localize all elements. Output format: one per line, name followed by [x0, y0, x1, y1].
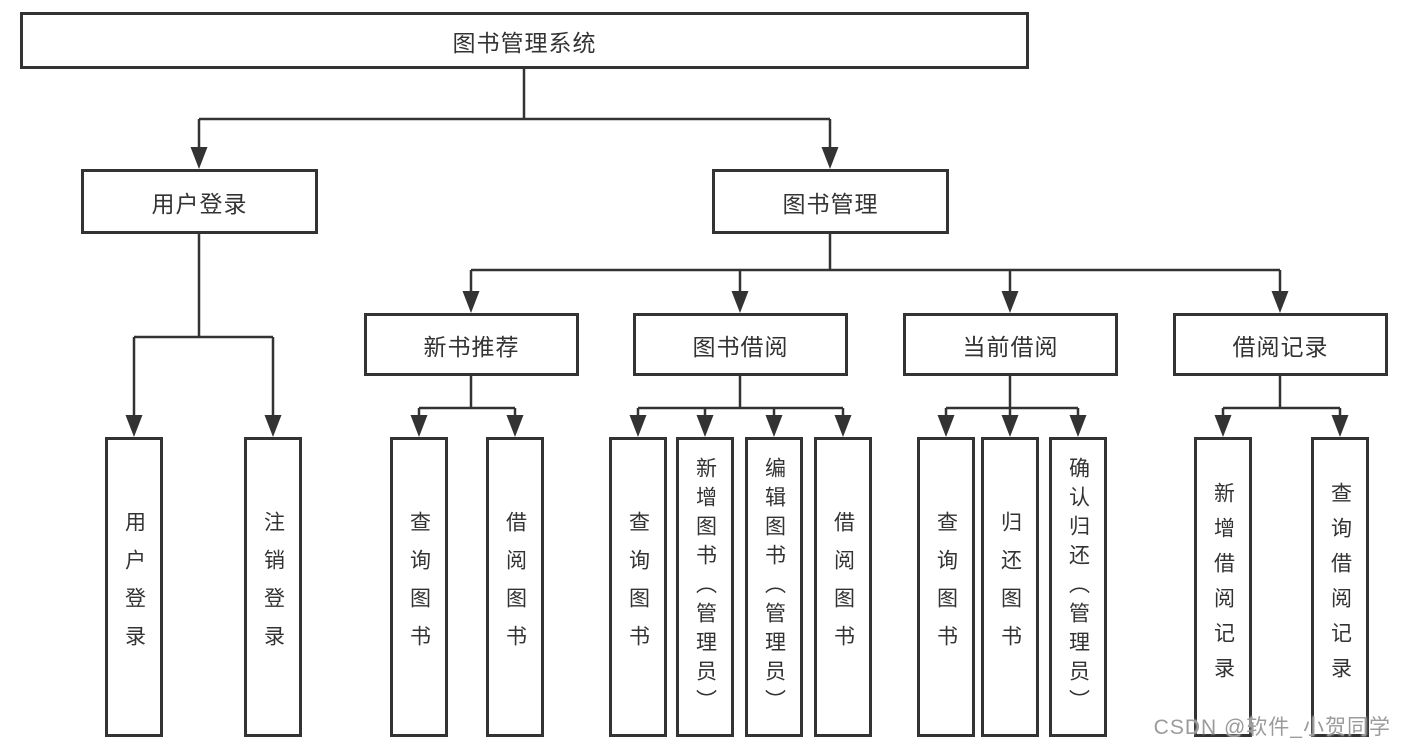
node-current-borrow: 当前借阅 [903, 313, 1118, 376]
leaf-query-books-recommend: 查询图书 [390, 437, 448, 737]
connector-root-to-level2 [197, 69, 832, 150]
connector-userlogin-to-leaves [132, 234, 275, 417]
leaf-query-borrow-record-label: 查询借阅记录 [1328, 482, 1352, 692]
node-book-management-label: 图书管理 [782, 190, 879, 217]
leaf-borrow-books-recommend-label: 借阅图书 [503, 511, 527, 663]
connector-currentborrow-to-leaves [944, 376, 1080, 417]
leaf-add-borrow-record-label: 新增借阅记录 [1211, 482, 1235, 692]
node-user-login: 用户登录 [81, 169, 318, 234]
node-new-book-recommend-label: 新书推荐 [423, 333, 520, 360]
leaf-edit-books-admin-label: 编辑图书（管理员） [762, 456, 786, 718]
leaf-user-login: 用户登录 [105, 437, 163, 737]
node-new-book-recommend: 新书推荐 [364, 313, 579, 376]
leaf-confirm-return-admin-label: 确认归还（管理员） [1066, 456, 1090, 718]
node-book-borrow-label: 图书借阅 [692, 333, 789, 360]
node-borrow-records: 借阅记录 [1173, 313, 1388, 376]
leaf-query-books-current: 查询图书 [917, 437, 975, 737]
leaf-return-books-label: 归还图书 [998, 511, 1022, 663]
connector-bookborrow-to-leaves [636, 376, 845, 417]
leaf-query-books-borrow: 查询图书 [609, 437, 667, 737]
connector-records-to-leaves [1221, 376, 1342, 417]
leaf-add-books-admin-label: 新增图书（管理员） [693, 456, 717, 718]
leaf-borrow-books-borrow-label: 借阅图书 [831, 511, 855, 663]
watermark: CSDN @软件_小贺同学 [1153, 716, 1391, 739]
leaf-query-borrow-record: 查询借阅记录 [1311, 437, 1369, 737]
node-current-borrow-label: 当前借阅 [962, 333, 1059, 360]
leaf-borrow-books-recommend: 借阅图书 [486, 437, 544, 737]
arrowhead-icons [125, 147, 1349, 437]
connector-bookmgmt-to-level3 [469, 234, 1282, 293]
node-book-borrow: 图书借阅 [633, 313, 848, 376]
leaf-add-books-admin: 新增图书（管理员） [676, 437, 734, 737]
node-book-management: 图书管理 [712, 169, 949, 234]
leaf-edit-books-admin: 编辑图书（管理员） [745, 437, 803, 737]
leaf-query-books-borrow-label: 查询图书 [626, 511, 650, 663]
leaf-query-books-recommend-label: 查询图书 [407, 511, 431, 663]
node-root: 图书管理系统 [20, 12, 1029, 69]
leaf-return-books: 归还图书 [981, 437, 1039, 737]
leaf-add-borrow-record: 新增借阅记录 [1194, 437, 1252, 737]
leaf-logout-label: 注销登录 [261, 511, 285, 663]
leaf-borrow-books-borrow: 借阅图书 [814, 437, 872, 737]
node-user-login-label: 用户登录 [151, 190, 248, 217]
leaf-user-login-label: 用户登录 [122, 511, 146, 663]
connector-recommend-to-leaves [417, 376, 517, 417]
leaf-logout: 注销登录 [244, 437, 302, 737]
leaf-confirm-return-admin: 确认归还（管理员） [1049, 437, 1107, 737]
node-borrow-records-label: 借阅记录 [1232, 333, 1329, 360]
leaf-query-books-current-label: 查询图书 [934, 511, 958, 663]
node-root-label: 图书管理系统 [452, 29, 597, 56]
